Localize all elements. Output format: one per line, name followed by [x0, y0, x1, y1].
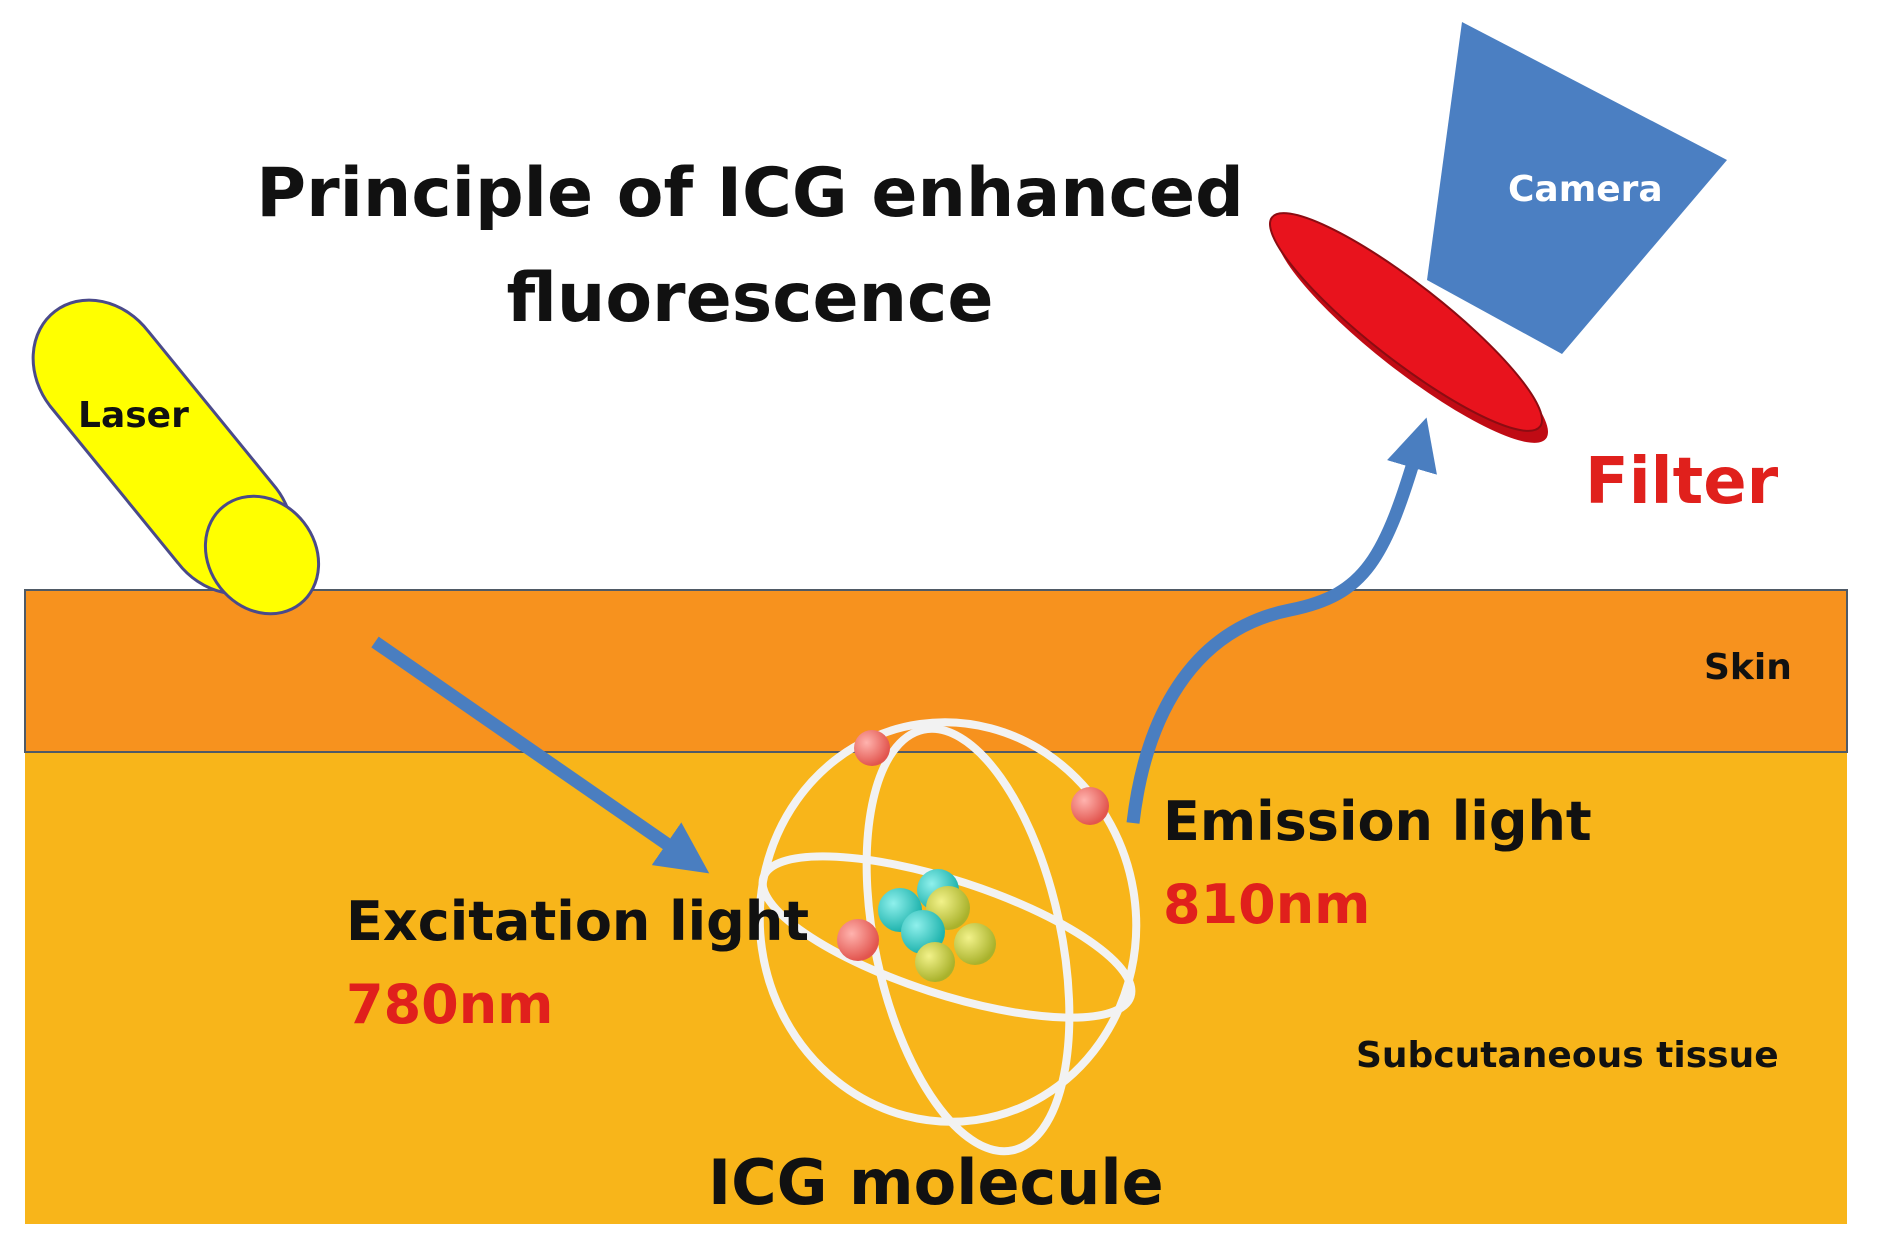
filter-label: Filter — [1585, 445, 1779, 519]
subcutaneous-layer — [25, 752, 1847, 1224]
icg-molecule-icon — [755, 718, 1141, 1156]
emission-arrow — [1126, 417, 1437, 824]
molecule-label: ICG molecule — [708, 1146, 1164, 1219]
camera-label: Camera — [1508, 169, 1663, 210]
electron-icon — [837, 730, 1109, 961]
emission-label: Emission light — [1163, 790, 1592, 853]
skin-label: Skin — [1704, 647, 1792, 688]
filter-icon — [1269, 212, 1548, 443]
camera-icon — [1427, 22, 1727, 354]
subcutaneous-label: Subcutaneous tissue — [1356, 1035, 1779, 1076]
excitation-wavelength: 780nm — [346, 973, 554, 1036]
emission-wavelength: 810nm — [1163, 873, 1371, 936]
nucleus-icon — [878, 869, 996, 982]
laser-label: Laser — [78, 395, 189, 436]
laser-icon — [31, 298, 321, 616]
excitation-arrow — [371, 636, 710, 874]
diagram-title-line2: fluorescence — [506, 259, 994, 338]
diagram-title-line1: Principle of ICG enhanced — [256, 154, 1244, 233]
excitation-label: Excitation light — [346, 890, 810, 953]
